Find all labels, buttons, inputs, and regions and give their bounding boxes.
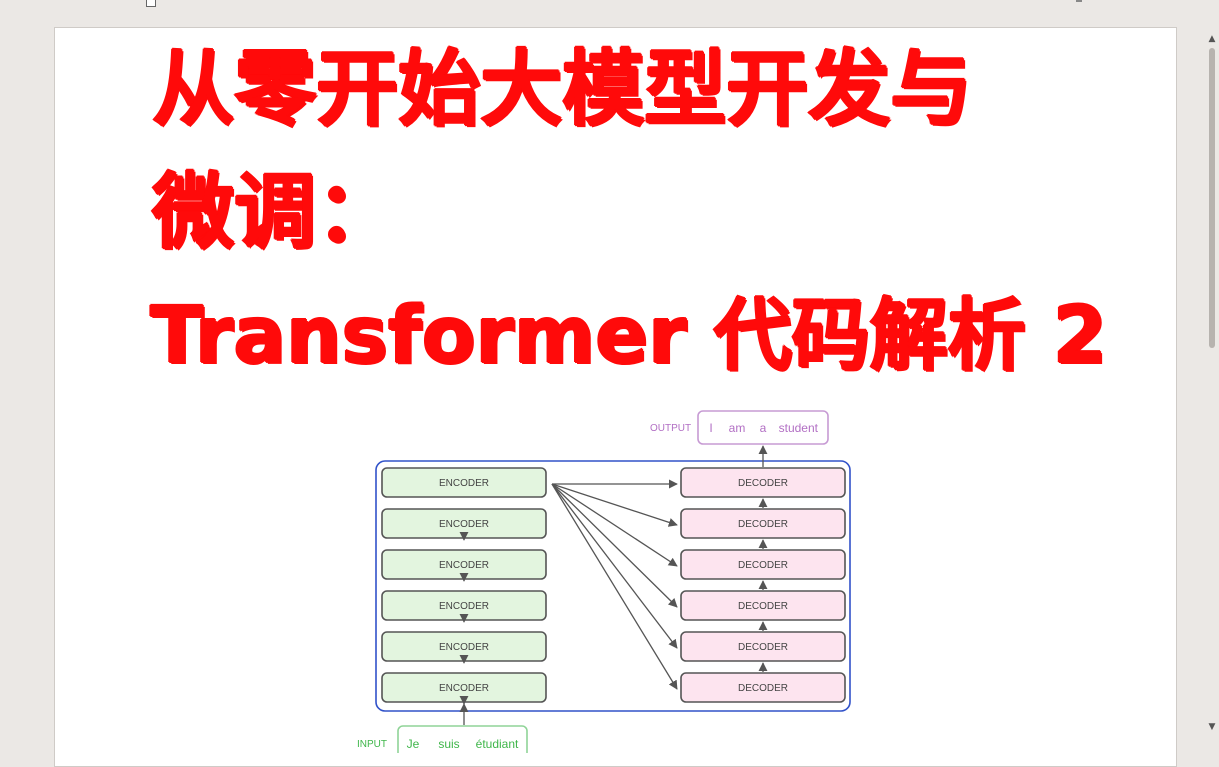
decoder-label: DECODER <box>738 519 788 530</box>
encoder-label: ENCODER <box>439 560 489 571</box>
arrow-up-icon[interactable]: ▲ <box>1208 34 1216 44</box>
decoder-block <box>680 590 846 621</box>
decoder-label: DECODER <box>738 683 788 694</box>
output-token: am <box>729 421 746 435</box>
output-label: OUTPUT <box>650 423 691 434</box>
encoder-block <box>381 467 547 498</box>
encoder-decoder-link <box>551 483 678 567</box>
checkbox-icon[interactable] <box>146 0 156 7</box>
decoder-label: DECODER <box>738 642 788 653</box>
scroll-thumb[interactable] <box>1209 48 1215 348</box>
title-line-2: 微调： <box>152 165 399 260</box>
output-box <box>697 410 829 445</box>
encoder-label: ENCODER <box>439 519 489 530</box>
title-line-1: 从零开始大模型开发与 <box>152 42 973 137</box>
encoder-decoder-link <box>551 483 678 649</box>
encoder-decoder-link <box>551 483 678 690</box>
decoder-label: DECODER <box>738 560 788 571</box>
decoder-block <box>680 549 846 580</box>
encoder-decoder-link <box>551 483 678 527</box>
encoder-label: ENCODER <box>439 601 489 612</box>
output-token: a <box>760 421 767 435</box>
arrow-down-icon[interactable]: ▼ <box>1208 722 1216 732</box>
input-box <box>397 725 528 753</box>
decoder-block <box>680 467 846 498</box>
input-token: Je <box>407 737 420 751</box>
input-token: étudiant <box>476 737 519 751</box>
window-top-bar <box>0 0 1219 8</box>
input-label: INPUT <box>357 739 387 750</box>
decoder-block <box>680 631 846 662</box>
output-token: student <box>779 421 819 435</box>
encoder-decoder-link <box>551 483 678 608</box>
document-page <box>54 27 1177 767</box>
encoder-label: ENCODER <box>439 683 489 694</box>
encoder-label: ENCODER <box>439 642 489 653</box>
title-line-3: Transformer 代码解析 2 <box>150 291 1107 381</box>
input-token: suis <box>438 737 459 751</box>
encoder-label: ENCODER <box>439 478 489 489</box>
output-token: I <box>709 421 712 435</box>
vertical-scrollbar[interactable]: ▲ ▼ <box>1205 0 1219 753</box>
decoder-block <box>680 508 846 539</box>
decoder-block <box>680 672 846 703</box>
encoder-decoder-stack <box>375 460 851 712</box>
decoder-label: DECODER <box>738 601 788 612</box>
page-marker-icon <box>1076 0 1082 2</box>
decoder-label: DECODER <box>738 478 788 489</box>
